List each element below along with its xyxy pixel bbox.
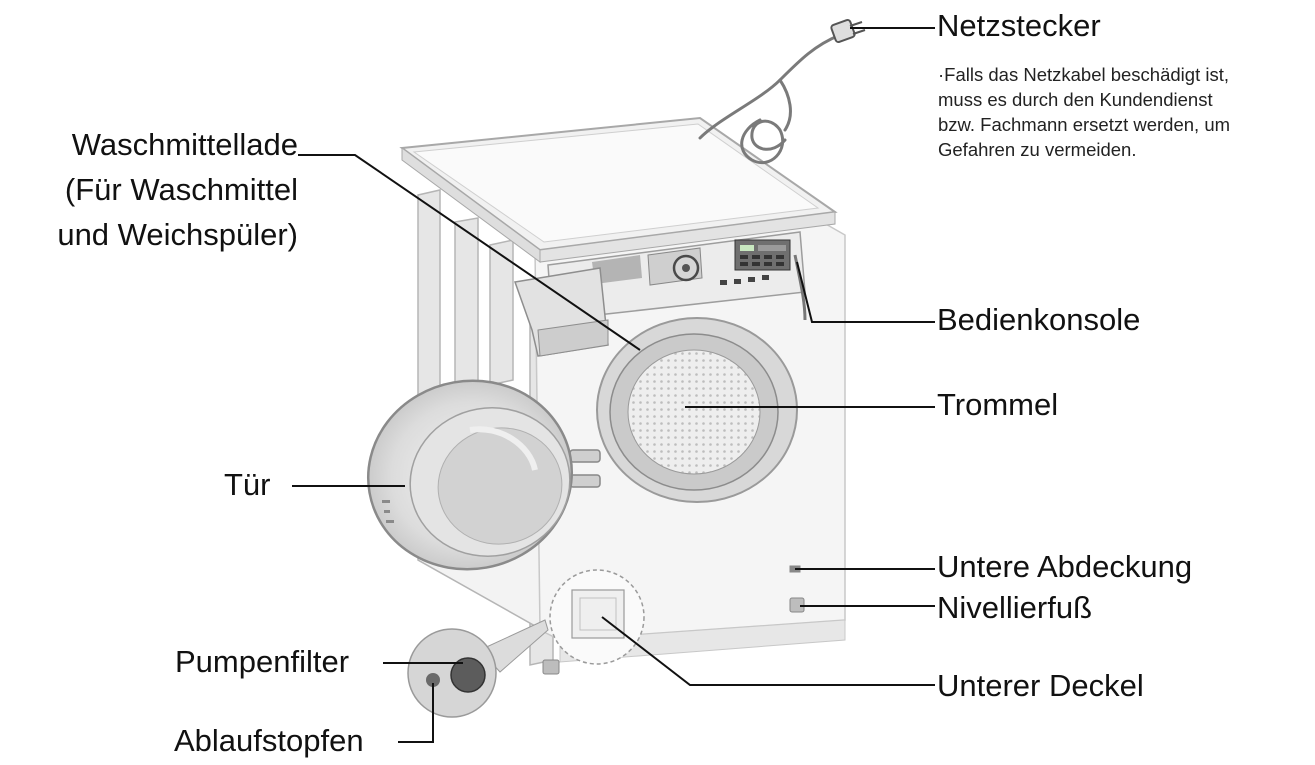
leader-unterer-deckel [601,616,935,686]
top-plate [399,116,838,263]
leader-waschmittellade [298,154,641,351]
waschmittellade-line: und Weichspüler) [57,217,298,252]
label-waschmittellade: Waschmittellade (Für Waschmittel und Wei… [2,122,298,257]
waschmittellade-line: (Für Waschmittel [64,172,298,207]
note-line: Gefahren zu vermeiden. [938,139,1137,160]
label-unterer-deckel: Unterer Deckel [937,668,1144,703]
label-netzstecker: Netzstecker [937,8,1101,43]
leader-ablaufstopfen [398,683,434,743]
power-cord-note: ·Falls das Netzkabel beschädigt ist, mus… [938,62,1310,162]
note-line: ·Falls das Netzkabel beschädigt ist, [938,64,1229,85]
pump-filter-detail [407,619,549,718]
leader-lines [292,27,935,743]
door [366,379,574,571]
power-cord [698,33,842,165]
label-tuer: Tür [224,467,271,502]
label-trommel: Trommel [937,387,1059,422]
drum [596,317,798,503]
detergent-drawer [513,267,609,357]
power-plug [830,18,866,44]
label-bedienkonsole: Bedienkonsole [937,302,1141,337]
leveling-feet [542,565,805,675]
note-line: muss es durch den Kundendienst [938,89,1213,110]
note-line: bzw. Fachmann ersetzt werden, um [938,114,1231,135]
leader-bedienkonsole [796,261,935,323]
label-ablaufstopfen: Ablaufstopfen [174,723,364,758]
waschmittellade-line: Waschmittellade [71,127,298,162]
power-cord-rear [793,254,807,321]
label-nivellierfuss: Nivellierfuß [937,590,1093,625]
lower-cover-detail [549,569,645,665]
label-pumpenfilter: Pumpenfilter [175,644,350,679]
label-untere-abdeckung: Untere Abdeckung [937,549,1193,584]
